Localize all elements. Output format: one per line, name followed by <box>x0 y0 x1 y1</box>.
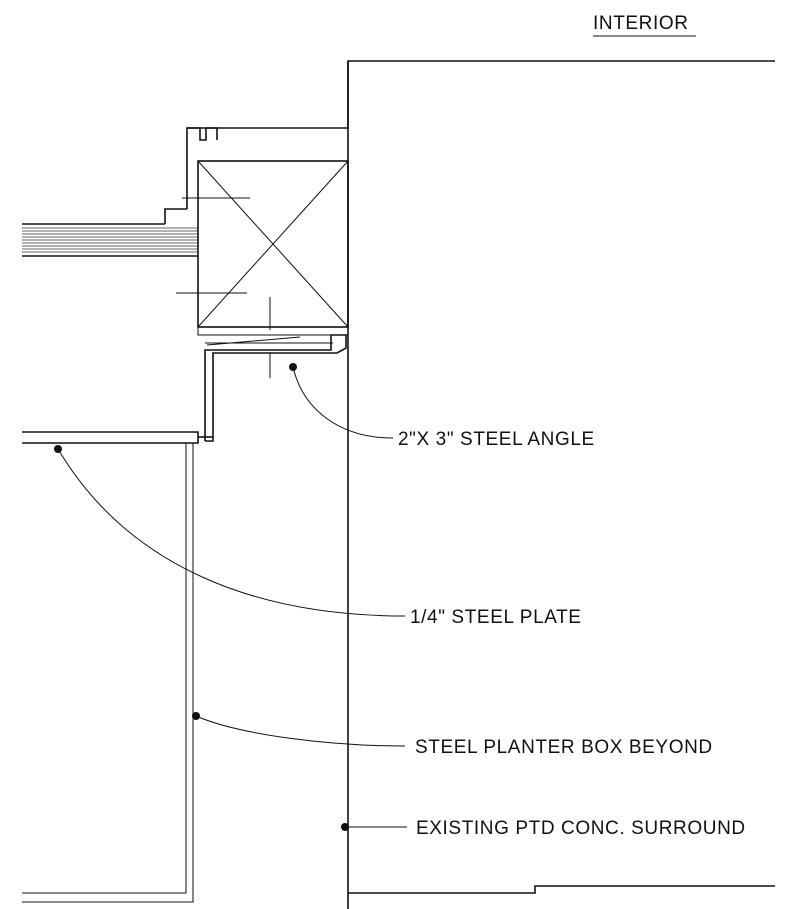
wood-blocking-block <box>176 160 349 328</box>
steel-plate-label: 1/4" STEEL PLATE <box>410 607 582 628</box>
window-frame-profile <box>22 127 218 225</box>
steel-plate <box>22 431 213 444</box>
leader-planter-box <box>192 712 406 747</box>
leader-conc-surround <box>341 823 407 831</box>
steel-angle-profile <box>204 334 347 442</box>
leader-steel-plate <box>54 445 406 617</box>
concrete-surround <box>186 60 775 909</box>
steel-angle-label: 2"X 3" STEEL ANGLE <box>398 429 595 450</box>
planter-box <box>22 443 194 903</box>
planter-box-label: STEEL PLANTER BOX BEYOND <box>415 737 713 758</box>
conc-surround-label: EXISTING PTD CONC. SURROUND <box>416 818 746 839</box>
interior-label: INTERIOR <box>593 13 689 34</box>
glazing-lines <box>22 227 198 257</box>
sill-shim <box>197 297 349 336</box>
leader-steel-angle <box>289 363 394 439</box>
